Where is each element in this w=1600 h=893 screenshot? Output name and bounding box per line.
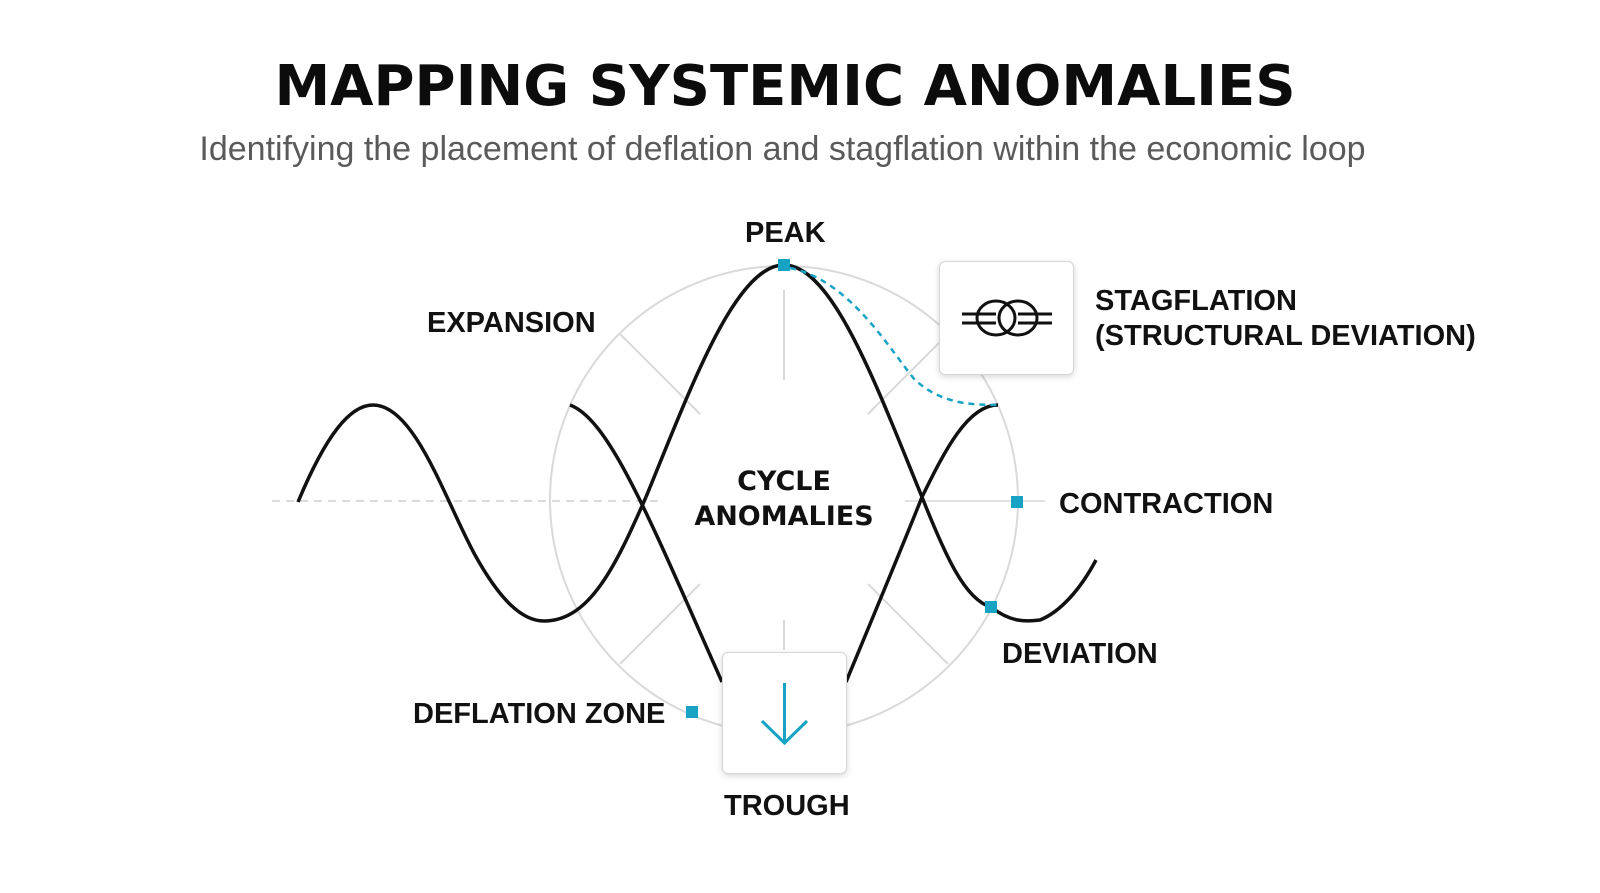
- knot-icon: [962, 299, 1052, 337]
- stagflation-dashed-path: [789, 266, 999, 407]
- deviation-curve: [920, 496, 1098, 623]
- cycle-anomalies-label: CYCLE ANOMALIES: [684, 464, 884, 534]
- stagflation-label: STAGFLATION: [1095, 285, 1297, 317]
- economic-cycle-wave: [296, 403, 648, 623]
- page-title: MAPPING SYSTEMIC ANOMALIES: [274, 54, 1296, 119]
- trough-icon-card: [722, 652, 847, 774]
- spoke-upper-left: [619, 333, 701, 415]
- stagflation-sublabel: (STRUCTURAL DEVIATION): [1095, 320, 1476, 352]
- peak-label: PEAK: [745, 217, 826, 249]
- spoke-upper-right: [867, 333, 949, 415]
- arrow-down-icon: [760, 683, 809, 746]
- trough-label: TROUGH: [724, 790, 850, 822]
- contraction-marker: [1011, 496, 1023, 508]
- deflation-zone-marker: [686, 706, 698, 718]
- spoke-lower-left: [619, 583, 701, 665]
- deviation-label: DEVIATION: [1002, 638, 1158, 670]
- deviation-marker: [985, 601, 997, 613]
- center-label-line1: CYCLE: [737, 466, 831, 497]
- stagflation-icon-card: [939, 261, 1074, 375]
- contraction-label: CONTRACTION: [1059, 488, 1274, 520]
- center-label-line2: ANOMALIES: [694, 501, 874, 532]
- page-subtitle: Identifying the placement of deflation a…: [199, 130, 1366, 168]
- peak-marker: [778, 259, 790, 271]
- recovery-curve: [844, 403, 999, 683]
- expansion-label: EXPANSION: [427, 307, 596, 339]
- deflation-zone-label: DEFLATION ZONE: [413, 698, 666, 730]
- deflation-curve: [569, 403, 724, 683]
